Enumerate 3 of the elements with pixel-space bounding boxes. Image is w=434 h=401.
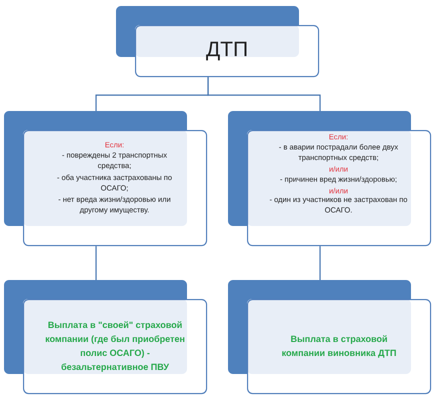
connector-line <box>207 77 321 111</box>
connector-line <box>95 246 97 280</box>
connector-line <box>319 246 321 280</box>
